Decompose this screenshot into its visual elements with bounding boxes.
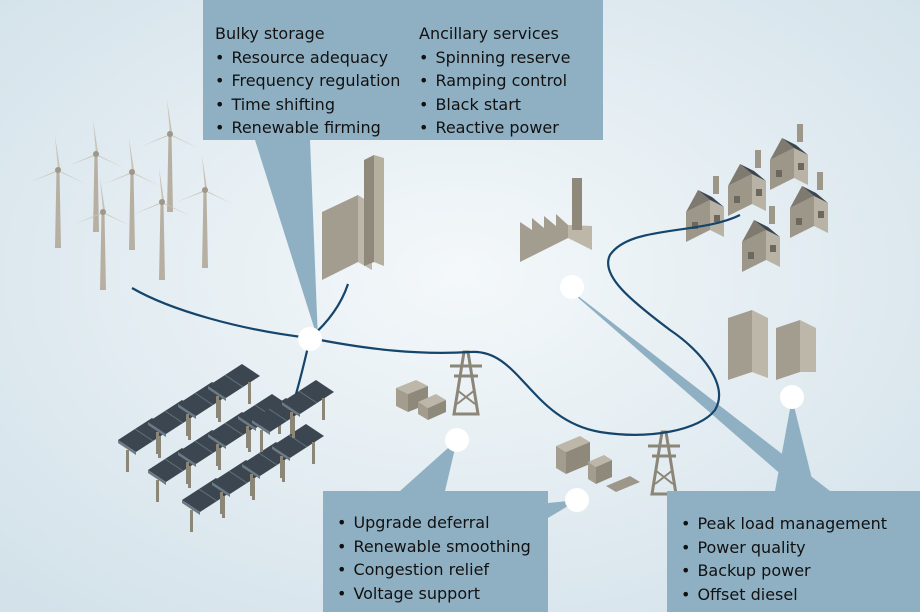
pointer-center-right: [560, 282, 830, 491]
power-plant: [322, 155, 384, 280]
list-item: Offset diesel: [681, 583, 887, 607]
ancillary-services-heading: Ancillary services: [419, 24, 559, 43]
list-item: Renewable smoothing: [337, 535, 530, 559]
ancillary-services-column: Ancillary services Spinning reserve Ramp…: [419, 22, 570, 140]
node-substation: [445, 428, 469, 452]
list-item: Backup power: [681, 559, 887, 583]
bulky-storage-heading: Bulky storage: [215, 24, 325, 43]
node-apartments: [780, 385, 804, 409]
list-item: Congestion relief: [337, 558, 531, 582]
list-item: Time shifting: [215, 93, 400, 117]
node-main-junction: [298, 327, 322, 351]
list-item: Reactive power: [419, 116, 570, 140]
callout-customer-benefits: Peak load management Power quality Backu…: [667, 491, 920, 612]
pointer-middle: [400, 440, 457, 491]
apartment-buildings: [728, 310, 816, 380]
list-item: Peak load management: [681, 512, 887, 536]
pointer-top: [255, 140, 318, 340]
customer-benefits-list: Peak load management Power quality Backu…: [681, 512, 887, 606]
list-item: Spinning reserve: [419, 46, 570, 70]
list-item: Renewable firming: [215, 116, 400, 140]
list-item: Voltage support: [337, 582, 531, 606]
substation-left: [396, 380, 446, 420]
list-item: Frequency regulation: [215, 69, 400, 93]
list-item: Upgrade deferral: [337, 511, 531, 535]
bulky-storage-list: Resource adequacy Frequency regulation T…: [215, 46, 400, 140]
pointer-right: [775, 398, 815, 491]
ancillary-services-list: Spinning reserve Ramping control Black s…: [419, 46, 570, 140]
node-factory: [560, 275, 584, 299]
factory: [520, 178, 592, 262]
callout-bulky-storage-ancillary: Bulky storage Resource adequacy Frequenc…: [203, 0, 603, 140]
list-item: Black start: [419, 93, 570, 117]
callout-transmission-benefits: Upgrade deferral Renewable smoothing Con…: [323, 491, 548, 612]
substation-right: [556, 436, 640, 492]
node-distribution: [565, 488, 589, 512]
bulky-storage-column: Bulky storage Resource adequacy Frequenc…: [215, 22, 400, 140]
list-item: Power quality: [681, 536, 887, 560]
list-item: Resource adequacy: [215, 46, 400, 70]
list-item: Ramping control: [419, 69, 570, 93]
transmission-benefits-list: Upgrade deferral Renewable smoothing Con…: [337, 511, 531, 606]
